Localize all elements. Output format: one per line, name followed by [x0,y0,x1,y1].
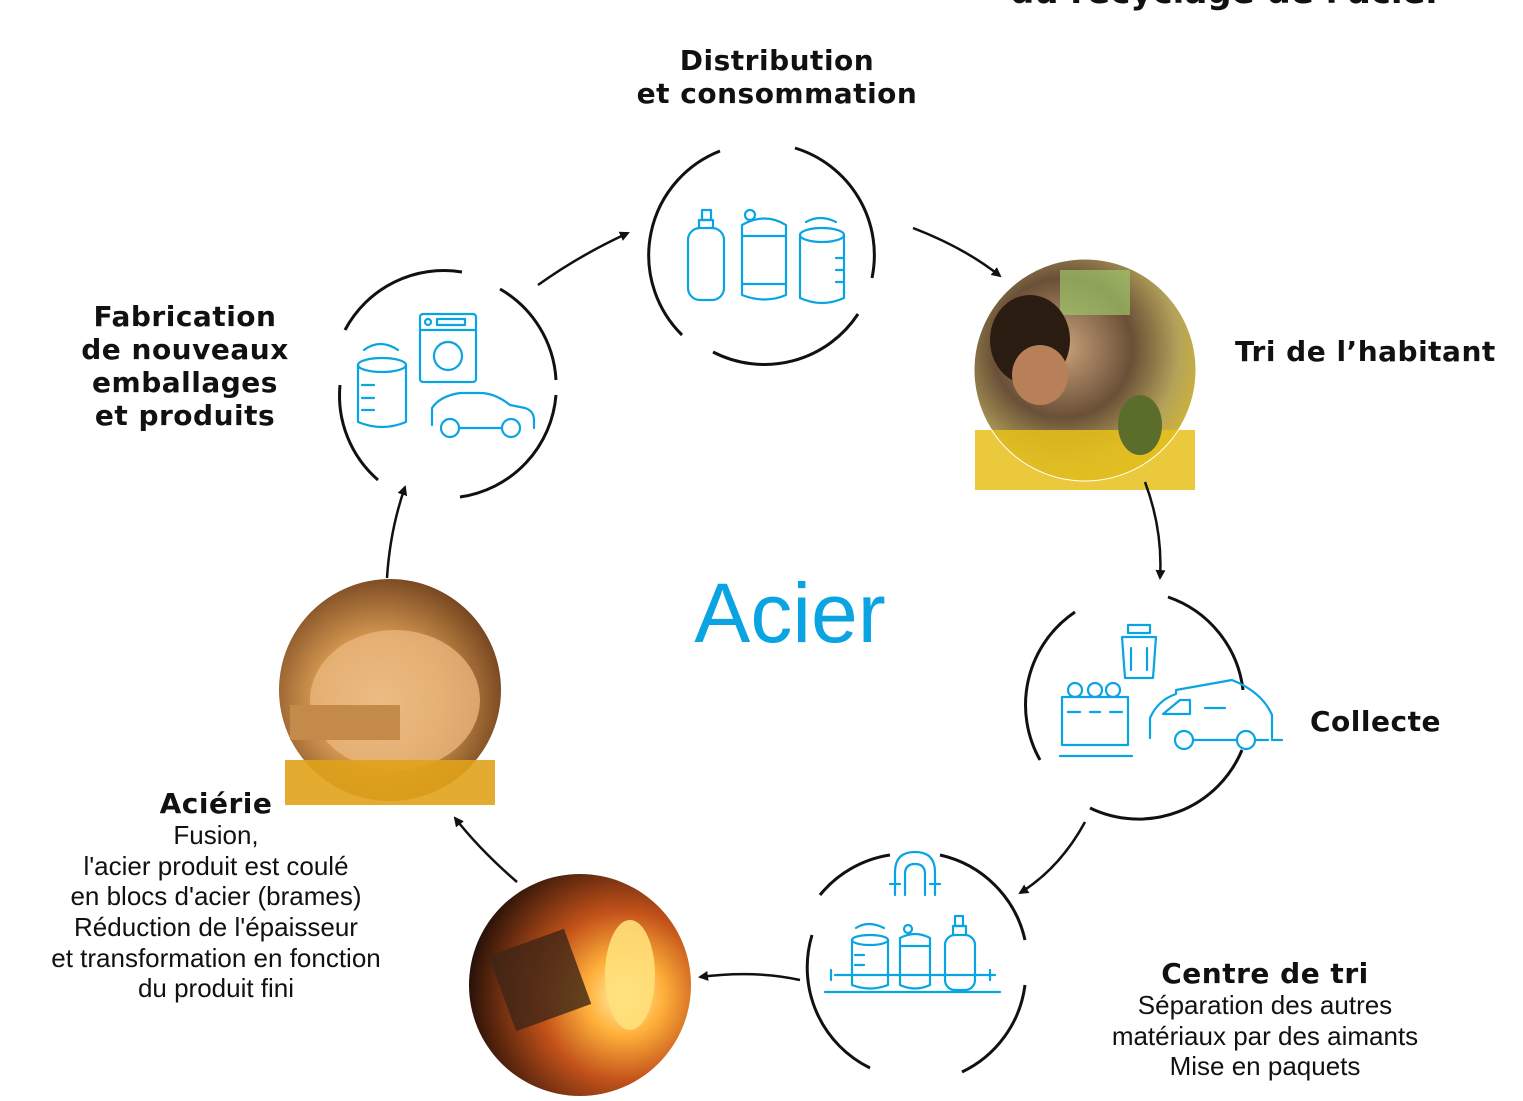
center-title: Acier [694,566,886,660]
fabrication-label-line-3: emballages [92,366,278,400]
spray-can-icon [686,208,726,302]
arrow-tri-to-collecte [1143,481,1166,580]
collecte-label: Collecte [1310,705,1470,738]
acierie-line-4: Réduction de l'épaisseur [74,912,358,943]
food-can-icon [850,922,890,990]
tri-habitant-label-line-1: Tri de l’habitant [1235,335,1496,368]
acierie-line-6: du produit fini [137,973,295,1004]
collecte-ring [1024,595,1245,821]
acierie-label: Aciérie Fusion, l'acier produit est coul… [0,787,432,1004]
magnet-icon [888,850,942,897]
fabrication-ring [338,269,558,499]
centre-tri-line-2: matériaux par des aimants [1111,1020,1419,1051]
drink-can-icon [898,923,932,990]
distribution-ring [647,146,876,366]
acierie-line-1: Fusion, [173,820,259,851]
distribution-label-line-1: Distribution [679,44,875,77]
food-can-icon [798,216,846,305]
acierie-line-3: en blocs d'acier (brames) [70,881,362,912]
header-cut-text: du recyclage de l'acier [1010,0,1523,12]
fabrication-label-line-4: et produits [94,399,276,433]
car-icon [430,391,536,439]
centre-tri-ring [805,853,1027,1074]
centre-tri-label: Centre de tri Séparation des autres maté… [1050,957,1480,1082]
arrow-fonderie-to-acierie [453,816,518,883]
centre-tri-line-1: Séparation des autres [1137,990,1393,1021]
distribution-label: Distribution et consommation [612,44,942,110]
tri-habitant-label: Tri de l’habitant [1235,335,1523,368]
arrow-distribution-to-tri [912,226,1002,278]
garbage-truck-icon [1148,678,1284,751]
fabrication-label-line-2: de nouveaux [81,333,289,367]
spray-can-icon [943,914,977,992]
food-can-icon [356,342,408,429]
centre-tri-title: Centre de tri [1161,957,1369,990]
child-recycling-photo [973,258,1197,490]
arrow-collecte-to-centre [1018,821,1087,895]
drink-can-icon [740,208,788,301]
acierie-line-5: et transformation en fonction [51,942,381,973]
collecte-label-line-1: Collecte [1310,705,1441,738]
washing-machine-icon [418,312,478,384]
container-icon [1058,681,1134,758]
centre-tri-line-3: Mise en paquets [1169,1051,1361,1082]
steel-furnace-photo [469,874,691,1096]
cycle-arrows [385,226,1166,982]
acierie-line-2: l'acier produit est coulé [83,850,349,881]
trash-bin-icon [1120,623,1158,680]
acierie-title: Aciérie [159,787,273,820]
arrow-centre-to-fonderie [698,971,801,982]
fabrication-label: Fabrication de nouveaux emballages et pr… [55,300,315,432]
steel-coil-photo [279,579,501,805]
sorting-belt-icon [823,968,1002,994]
distribution-label-line-2: et consommation [636,77,918,111]
arrow-acierie-to-fabrication [385,485,408,579]
arrow-fabrication-to-distribution [537,231,630,287]
fabrication-label-line-1: Fabrication [93,300,277,333]
